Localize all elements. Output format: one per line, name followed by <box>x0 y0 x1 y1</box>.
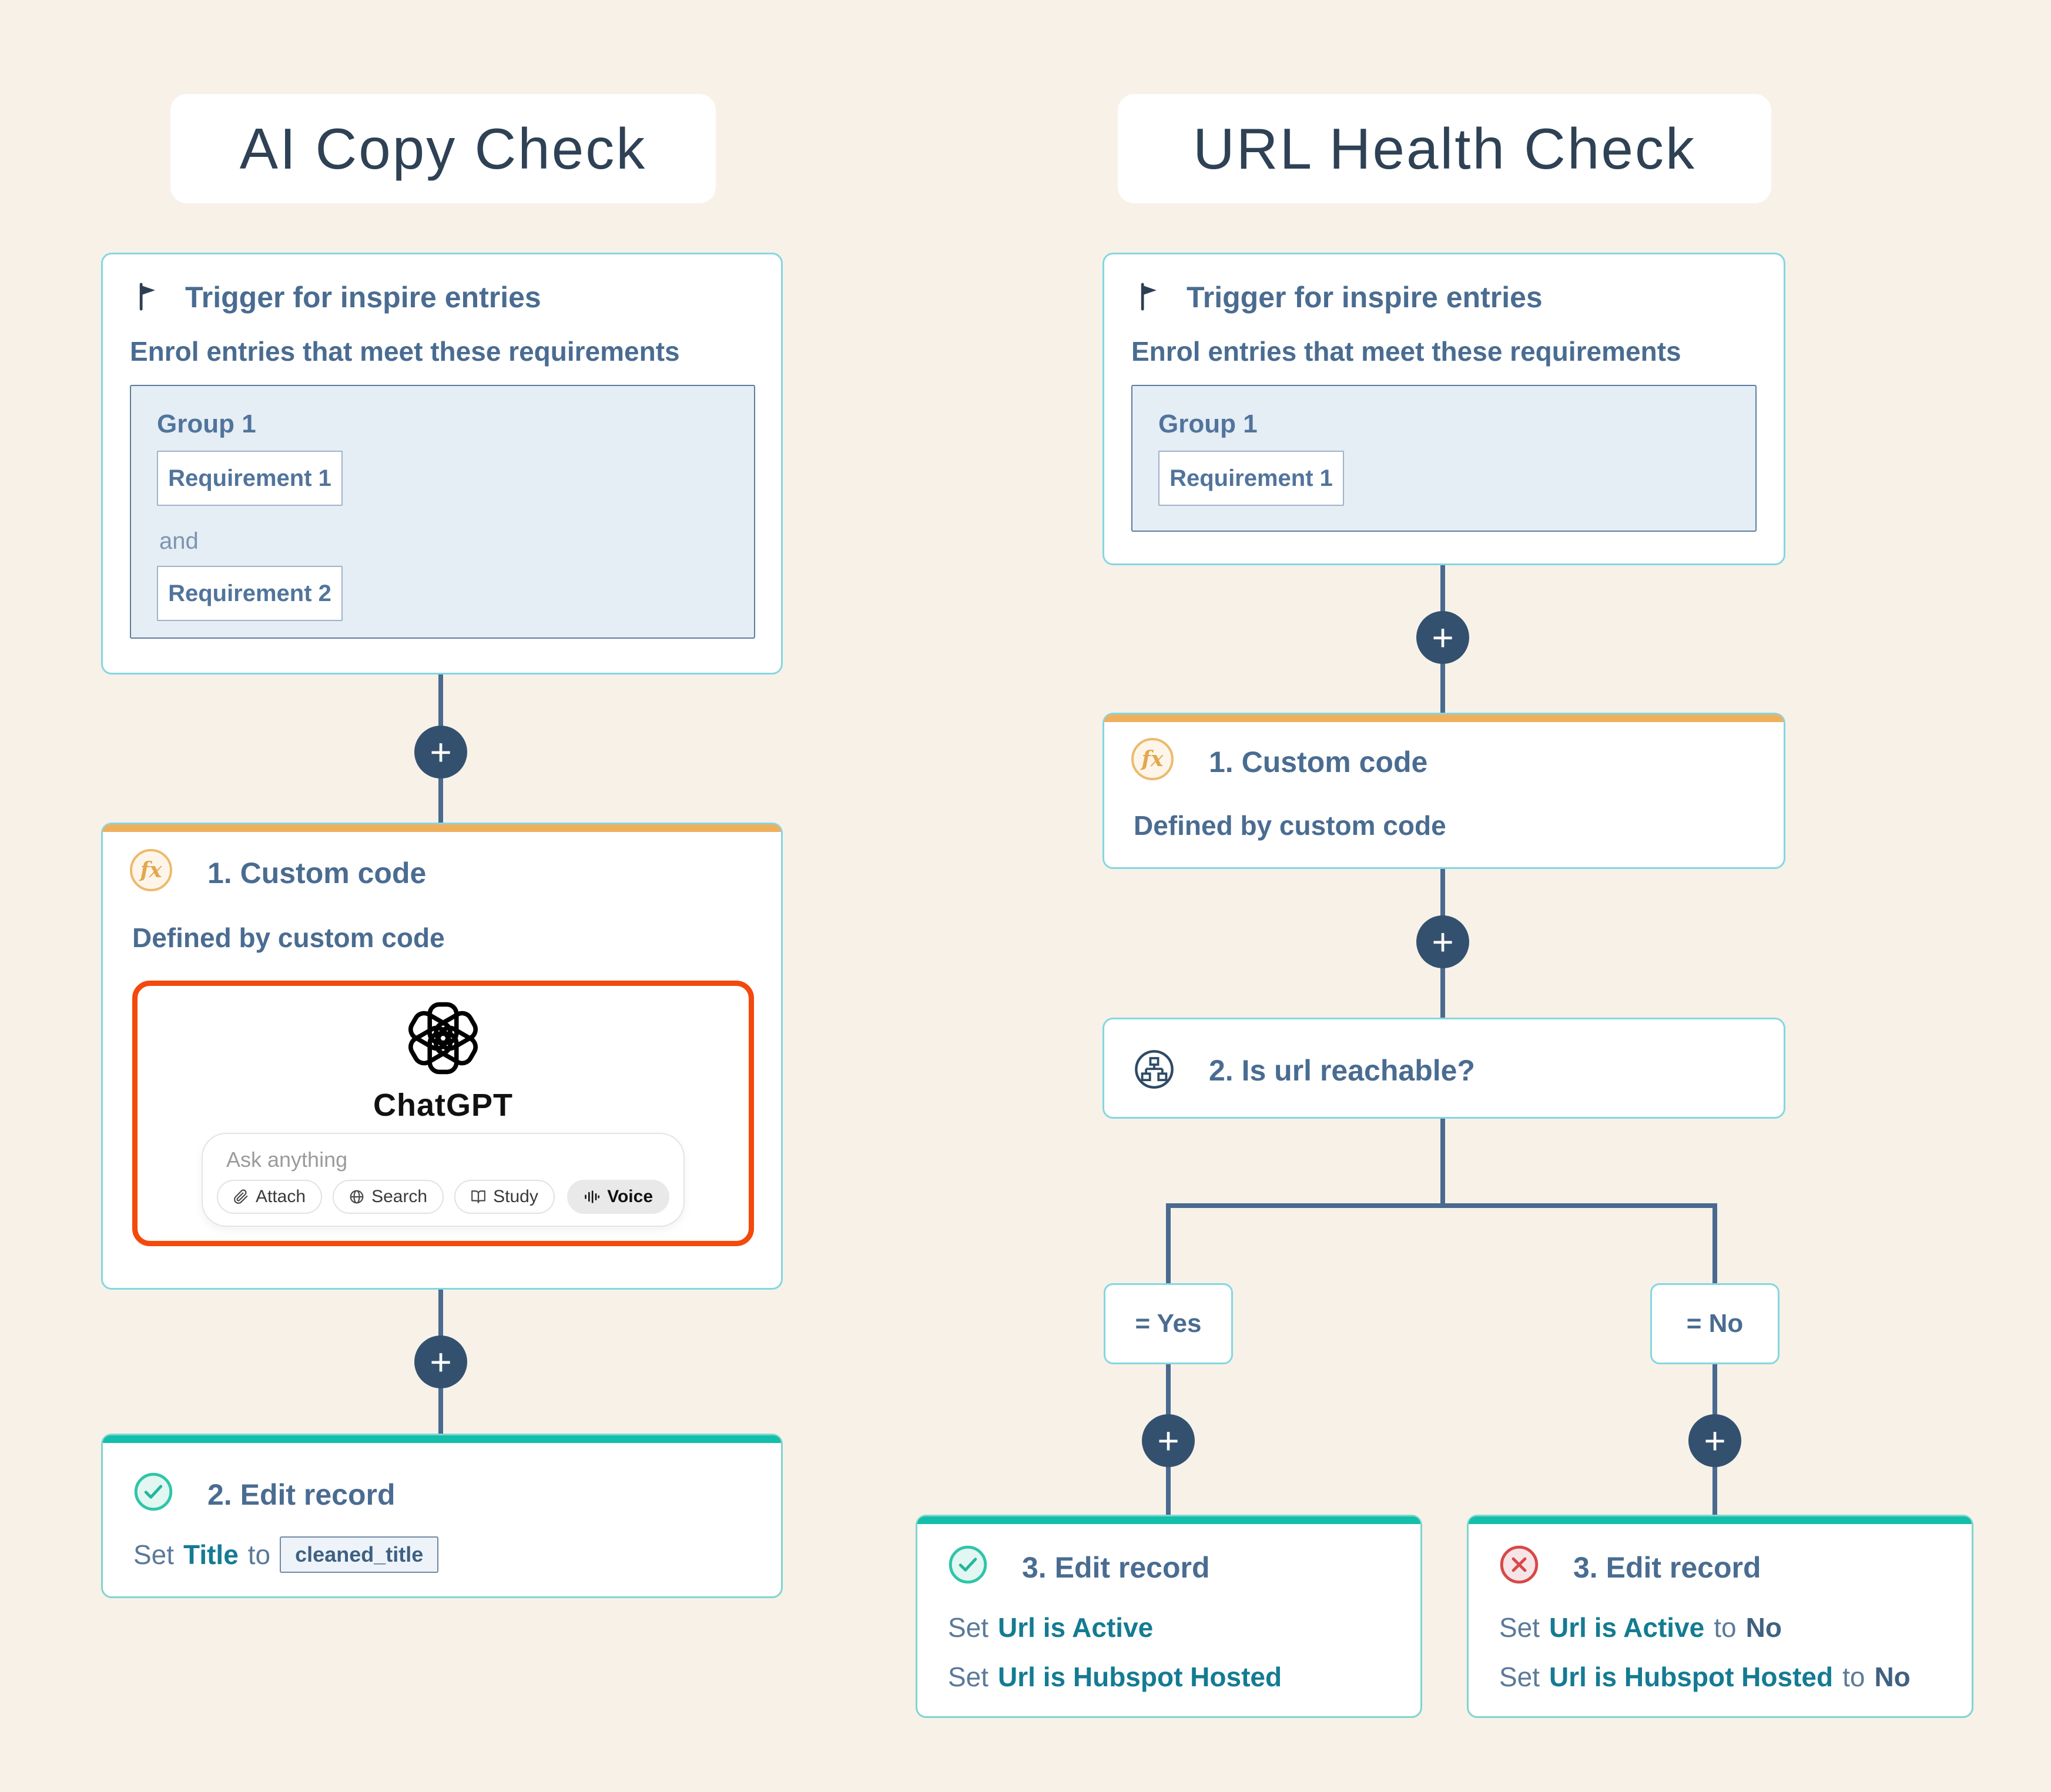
flag-icon <box>1137 281 1163 312</box>
to-label: to <box>1714 1612 1737 1643</box>
search-label: Search <box>371 1187 428 1206</box>
edit-record-card-no[interactable]: 3. Edit record Set Url is Active to No S… <box>1467 1515 1973 1718</box>
to-label: to <box>1842 1662 1865 1692</box>
branch-no-label[interactable]: = No <box>1650 1283 1779 1364</box>
add-action-button[interactable]: + <box>414 1335 467 1388</box>
trigger-heading: Trigger for inspire entries <box>185 281 541 314</box>
trigger-heading: Trigger for inspire entries <box>1187 281 1543 314</box>
chatgpt-input-box: Attach Search <box>202 1133 685 1227</box>
voice-label: Voice <box>607 1187 653 1206</box>
requirement-chip[interactable]: Requirement 1 <box>157 451 343 506</box>
flag-icon <box>136 281 162 312</box>
attach-label: Attach <box>256 1187 306 1206</box>
to-label: to <box>247 1539 271 1570</box>
custom-code-subheading: Defined by custom code <box>1134 810 1446 841</box>
edit-record-heading: 3. Edit record <box>1022 1551 1210 1584</box>
study-button[interactable]: Study <box>454 1180 555 1214</box>
chatgpt-toolbar: Attach Search <box>217 1180 669 1214</box>
function-icon: fx <box>130 849 172 891</box>
custom-code-heading: 1. Custom code <box>1209 746 1428 778</box>
custom-code-heading: 1. Custom code <box>207 857 427 890</box>
set-property-row: Set Url is Hubspot Hosted <box>948 1661 1282 1693</box>
set-label: Set <box>1499 1612 1540 1643</box>
custom-code-subheading: Defined by custom code <box>132 922 445 953</box>
edit-record-card-left[interactable]: 2. Edit record Set Title to cleaned_titl… <box>101 1434 783 1598</box>
set-property-row: Set Url is Active to No <box>1499 1612 1782 1643</box>
add-action-button[interactable]: + <box>1688 1414 1741 1467</box>
property-label: Url is Hubspot Hosted <box>998 1662 1282 1692</box>
edit-record-card-yes[interactable]: 3. Edit record Set Url is Active Set Url… <box>916 1515 1422 1718</box>
edit-record-heading: 3. Edit record <box>1573 1551 1761 1584</box>
trigger-subheading: Enrol entries that meet these requiremen… <box>130 336 680 367</box>
search-button[interactable]: Search <box>333 1180 444 1214</box>
chatgpt-brand-label: ChatGPT <box>373 1088 513 1123</box>
add-action-button[interactable]: + <box>1142 1414 1195 1467</box>
property-label: Url is Hubspot Hosted <box>1549 1662 1834 1692</box>
success-check-icon <box>133 1472 173 1512</box>
error-x-icon <box>1499 1545 1539 1585</box>
branch-heading: 2. Is url reachable? <box>1209 1054 1475 1087</box>
workflow-title-ai-copy-check: AI Copy Check <box>170 94 716 203</box>
add-action-button[interactable]: + <box>414 726 467 778</box>
trigger-subheading: Enrol entries that meet these requiremen… <box>1131 336 1681 367</box>
voice-wave-icon <box>585 1190 600 1203</box>
requirement-chip[interactable]: Requirement 1 <box>1158 451 1344 506</box>
connector-line <box>1166 1203 1171 1283</box>
conjunction-label: and <box>159 528 199 554</box>
branch-yes-label[interactable]: = Yes <box>1104 1283 1233 1364</box>
book-icon <box>471 1190 486 1203</box>
value-token[interactable]: cleaned_title <box>280 1536 439 1573</box>
chatgpt-prompt-input[interactable] <box>225 1147 580 1173</box>
trigger-card-left[interactable]: Trigger for inspire entries Enrol entrie… <box>101 253 783 674</box>
set-label: Set <box>948 1662 989 1692</box>
workflow-title-url-health-check: URL Health Check <box>1118 94 1771 203</box>
add-action-button[interactable]: + <box>1416 611 1469 664</box>
set-label: Set <box>948 1612 989 1643</box>
set-label: Set <box>133 1539 175 1570</box>
trigger-group-panel: Group 1 Requirement 1 and Requirement 2 <box>130 385 755 639</box>
paperclip-icon <box>234 1189 248 1204</box>
property-label: Url is Active <box>1549 1612 1705 1643</box>
value-label: No <box>1874 1662 1911 1692</box>
voice-button[interactable]: Voice <box>567 1180 669 1214</box>
branch-condition-card[interactable]: 2. Is url reachable? <box>1102 1018 1785 1119</box>
connector-line <box>1712 1203 1717 1283</box>
set-property-row: Set Url is Active <box>948 1612 1153 1643</box>
requirement-chip[interactable]: Requirement 2 <box>157 566 343 621</box>
chatgpt-panel: ChatGPT Attach <box>132 981 754 1246</box>
openai-logo-icon <box>405 1000 481 1076</box>
function-icon: fx <box>1131 738 1174 780</box>
custom-code-card-right[interactable]: fx 1. Custom code Defined by custom code <box>1102 713 1785 869</box>
success-check-icon <box>948 1545 988 1585</box>
set-property-row: Set Url is Hubspot Hosted to No <box>1499 1661 1911 1693</box>
group-label: Group 1 <box>157 410 256 438</box>
trigger-card-right[interactable]: Trigger for inspire entries Enrol entrie… <box>1102 253 1785 565</box>
group-label: Group 1 <box>1158 410 1258 438</box>
set-property-row: Set Title to cleaned_title <box>133 1536 439 1573</box>
connector-line <box>1166 1203 1717 1208</box>
value-label: No <box>1745 1612 1782 1643</box>
edit-record-heading: 2. Edit record <box>207 1478 396 1511</box>
property-label: Url is Active <box>998 1612 1154 1643</box>
add-action-button[interactable]: + <box>1416 915 1469 968</box>
property-label: Title <box>183 1539 239 1570</box>
set-label: Set <box>1499 1662 1540 1692</box>
study-label: Study <box>493 1187 538 1206</box>
connector-line <box>1440 1119 1445 1208</box>
branch-sitemap-icon <box>1134 1049 1175 1090</box>
attach-button[interactable]: Attach <box>217 1180 323 1214</box>
globe-icon <box>350 1190 364 1204</box>
custom-code-card-left[interactable]: fx 1. Custom code Defined by custom code… <box>101 823 783 1290</box>
trigger-group-panel: Group 1 Requirement 1 <box>1131 385 1757 532</box>
